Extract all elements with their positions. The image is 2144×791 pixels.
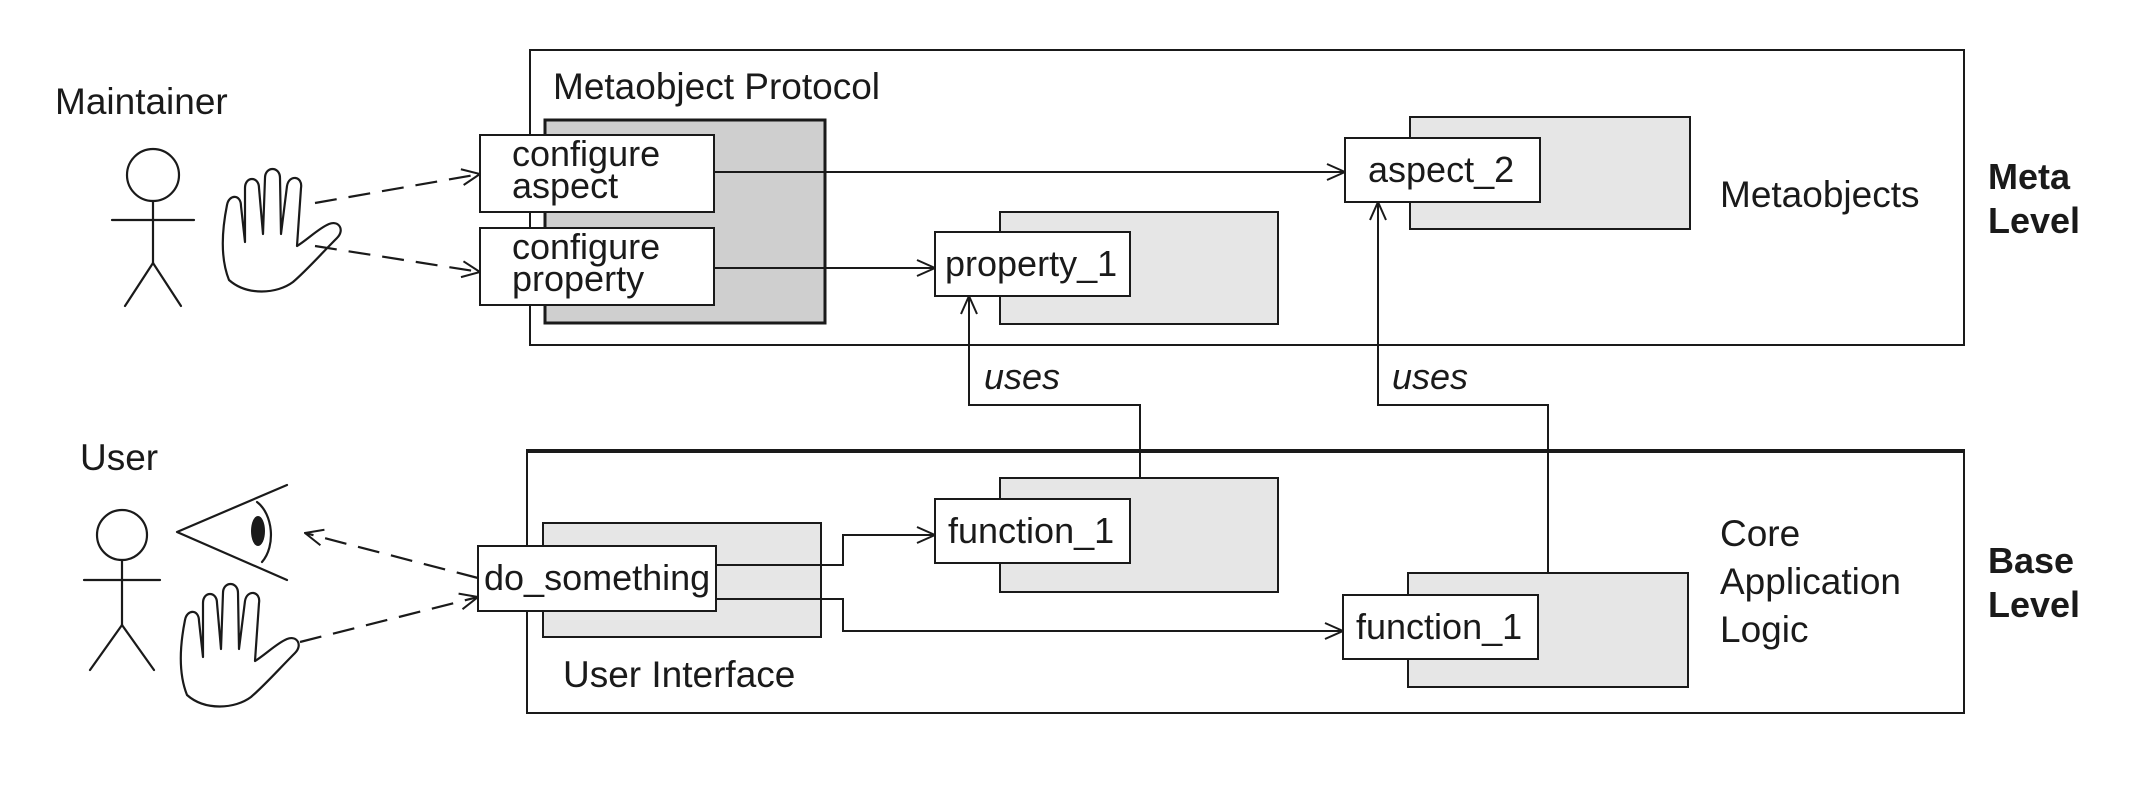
dashed-arrow-do-something-to-user-eye <box>305 533 479 580</box>
function-1-label-lower: function_1 <box>1356 606 1522 647</box>
aspect-2-box <box>1344 137 1541 203</box>
user-label: User <box>80 437 158 478</box>
core-label-line1: Core <box>1720 513 1800 554</box>
user-interface-label: User Interface <box>563 654 795 695</box>
uses-label-right: uses <box>1392 356 1468 397</box>
maintainer-hand-icon <box>221 167 342 293</box>
core-label-line3: Logic <box>1720 609 1808 650</box>
dashed-arrow-maintainer-to-configure-property <box>314 244 480 272</box>
configure-property-line2: property <box>512 258 644 299</box>
property-1-label: property_1 <box>945 243 1117 284</box>
base-level-label-line2: Level <box>1988 584 2080 625</box>
metaobject-protocol-title: Metaobject Protocol <box>553 66 880 107</box>
user-eye-icon <box>175 483 289 582</box>
uses-arrow-right <box>1378 202 1549 573</box>
function-1-label-upper: function_1 <box>948 510 1114 551</box>
user-hand-icon <box>179 582 300 708</box>
uses-arrow-left <box>969 296 1141 478</box>
connectors <box>714 172 1549 631</box>
aspect-2-label: aspect_2 <box>1368 149 1514 190</box>
core-label-line2: Application <box>1720 561 1901 602</box>
configure-aspect-box: configure aspect <box>479 133 715 213</box>
configure-property-box: configure property <box>479 226 715 306</box>
base-level-panel: do_something User Interface function_1 f… <box>477 449 1965 714</box>
meta-level-panel: Metaobject Protocol Metaobjects configur… <box>479 49 1965 346</box>
meta-level-label-line1: Meta <box>1988 156 2071 197</box>
arrow-do-something-to-function-1-lower <box>716 598 1343 631</box>
user-stick-figure-icon <box>82 508 162 672</box>
do-something-label: do_something <box>484 557 710 598</box>
configure-property-line1: configure <box>512 226 660 267</box>
function-1-box-upper <box>934 498 1131 564</box>
arrow-do-something-to-function-1-upper <box>716 535 935 566</box>
maintainer-stick-figure-icon <box>110 147 196 308</box>
property-1-box <box>934 231 1131 297</box>
uses-label-left: uses <box>984 356 1060 397</box>
dashed-arrow-maintainer-to-configure-aspect <box>314 174 480 205</box>
meta-level-label-line2: Level <box>1988 200 2080 241</box>
dashed-arrow-user-hand-to-do-something <box>299 597 478 644</box>
metaobjects-label: Metaobjects <box>1720 174 1920 215</box>
do-something-box <box>477 545 717 612</box>
configure-aspect-line2: aspect <box>512 165 618 206</box>
function-1-box-lower <box>1342 594 1539 660</box>
maintainer-label: Maintainer <box>55 81 228 122</box>
base-level-label-line1: Base <box>1988 540 2074 581</box>
configure-aspect-line1: configure <box>512 133 660 174</box>
